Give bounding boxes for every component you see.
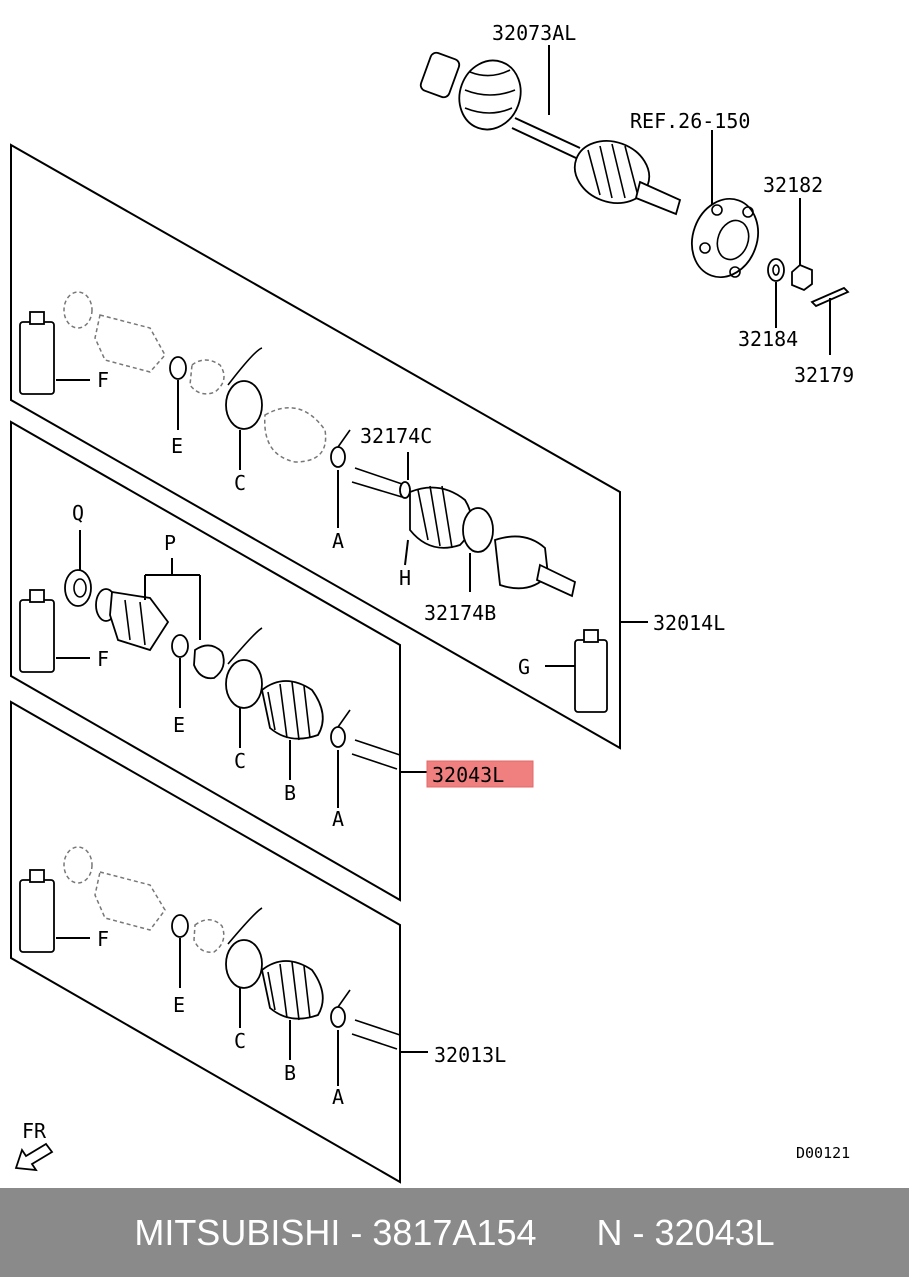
kit-box-32014l [10, 143, 648, 750]
label-32174b: 32174B [424, 601, 496, 625]
label-b-2: B [284, 781, 296, 805]
grease-bottle-icon [19, 879, 55, 953]
label-h: H [399, 566, 411, 590]
label-b-3: B [284, 1061, 296, 1085]
label-f-2: F [97, 647, 109, 671]
grease-bottle-icon [19, 321, 55, 395]
label-32174c: 32174C [360, 424, 432, 448]
parts-diagram: 32073AL REF.26-150 32182 32184 32179 [10, 21, 854, 1184]
label-f-3: F [97, 927, 109, 951]
label-p: P [164, 531, 176, 555]
label-ref-26-150: REF.26-150 [630, 109, 750, 133]
label-e-1: E [171, 434, 183, 458]
front-arrow-icon [14, 1142, 54, 1172]
label-c-2: C [234, 749, 246, 773]
kit-box-32043l [10, 420, 428, 902]
footer-gap [537, 1212, 597, 1254]
footer-brand: MITSUBISHI [134, 1211, 341, 1253]
label-32014l: 32014L [653, 611, 725, 635]
label-32179: 32179 [794, 363, 854, 387]
grease-bottle-icon [574, 639, 608, 713]
label-g: G [518, 655, 530, 679]
label-32182: 32182 [763, 173, 823, 197]
drawing-code: D00121 [796, 1144, 850, 1162]
label-e-2: E [173, 713, 185, 737]
footer-part-number: 3817A154 [372, 1211, 537, 1253]
label-32013l: 32013L [434, 1043, 506, 1067]
label-q: Q [72, 501, 84, 525]
highlight-box-32043l [426, 760, 534, 788]
footer-separator: - [340, 1211, 373, 1253]
label-32184: 32184 [738, 327, 798, 351]
label-f-1: F [97, 368, 109, 392]
label-32073al: 32073AL [492, 21, 576, 45]
label-a-3: A [332, 1085, 344, 1109]
label-c-3: C [234, 1029, 246, 1053]
label-32043l[interactable]: 32043L [432, 763, 504, 787]
label-a-2: A [332, 807, 344, 831]
label-fr: FR [22, 1119, 47, 1143]
kit-box-32013l [10, 700, 428, 1184]
grease-bottle-icon [19, 599, 55, 673]
label-c-1: C [234, 471, 246, 495]
footer-bar: MITSUBISHI - 3817A154 N - 32043L [0, 1188, 909, 1277]
label-a-1: A [332, 529, 344, 553]
drive-shaft-assembly [419, 45, 850, 355]
footer-catalog-ref: N - 32043L [596, 1211, 775, 1253]
label-e-3: E [173, 993, 185, 1017]
